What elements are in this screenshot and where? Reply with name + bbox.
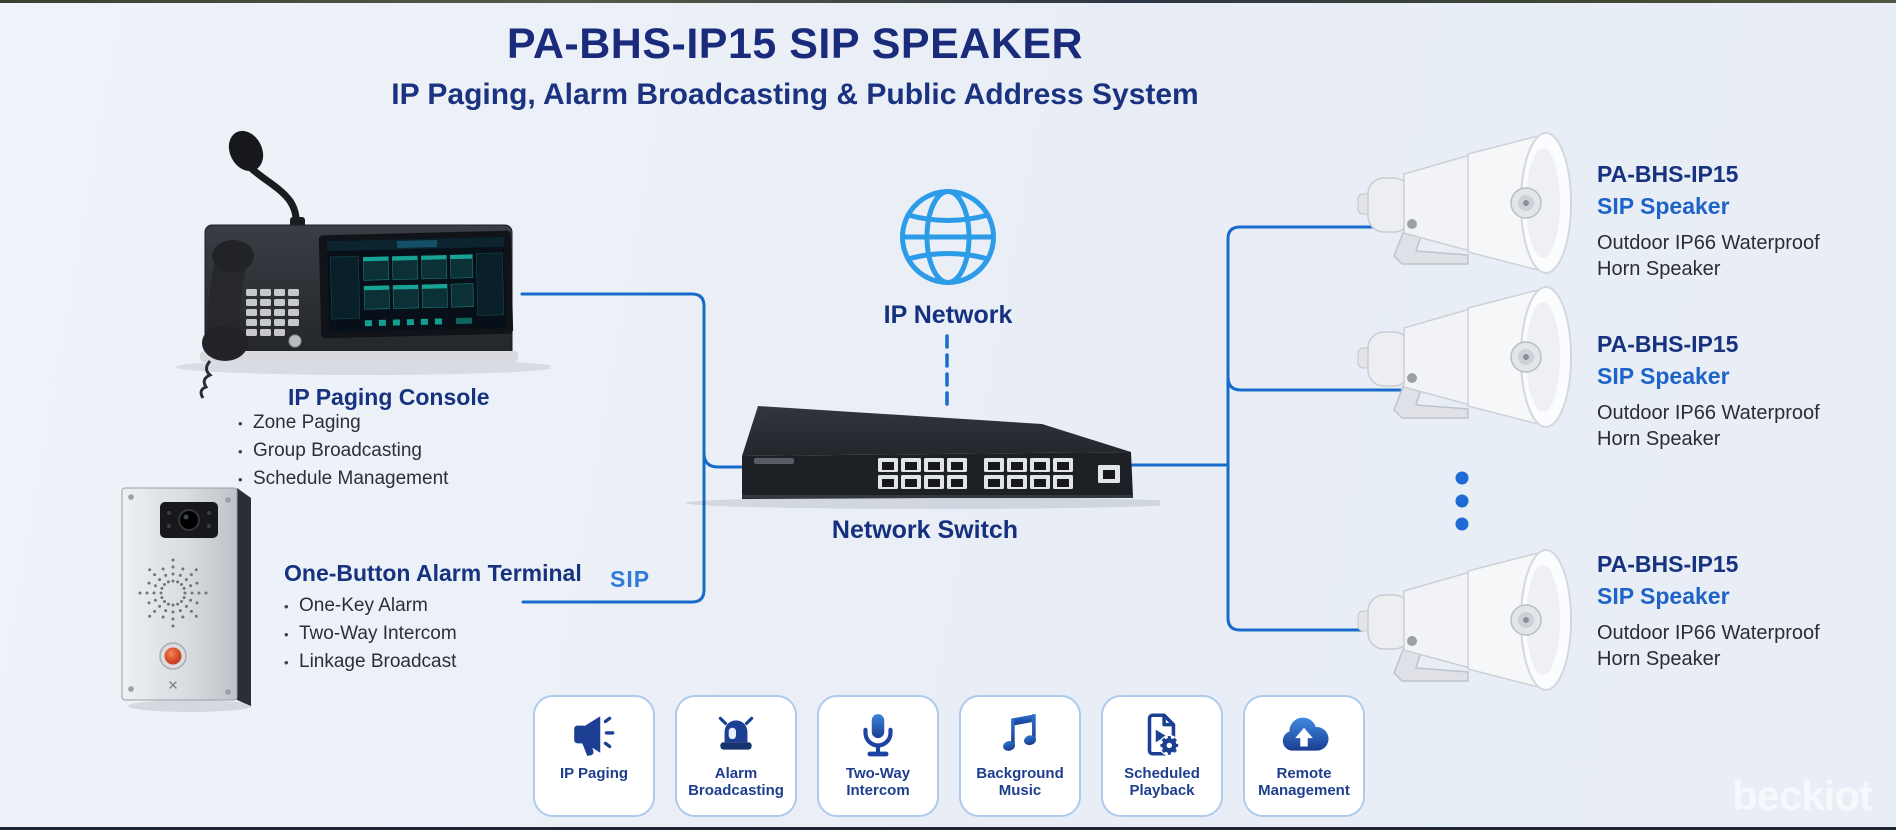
network-switch-label: Network Switch <box>831 516 1019 544</box>
speaker-model: PA-BHS-IP15 <box>1597 331 1739 357</box>
speaker-desc: Horn Speaker <box>1597 648 1721 670</box>
speaker-label-block: PA-BHS-IP15 SIP Speaker Outdoor IP66 Wat… <box>1597 160 1896 282</box>
speaker-desc: Outdoor IP66 Waterproof <box>1597 402 1820 424</box>
feature-card-alarm-broadcasting: Alarm Broadcasting <box>675 695 797 817</box>
cloud-upload-icon <box>1279 709 1329 761</box>
globe-icon <box>900 189 996 285</box>
ip-network-label: IP Network <box>883 301 1013 329</box>
feature-item: Schedule Management <box>238 465 498 493</box>
paging-console-image <box>175 130 550 399</box>
feature-cards-row: IP Paging Alarm Broadcasting <box>533 695 1365 817</box>
speaker-label-block: PA-BHS-IP15 SIP Speaker Outdoor IP66 Wat… <box>1597 550 1896 672</box>
paging-console-heading: IP Paging Console <box>288 384 490 410</box>
terminal-screws <box>128 494 231 695</box>
sip-protocol-label: SIP <box>610 566 651 592</box>
speaker-desc: Horn Speaker <box>1597 258 1721 280</box>
speaker-model: PA-BHS-IP15 <box>1597 161 1739 187</box>
feature-item: Group Broadcasting <box>238 437 498 465</box>
feature-card-remote-management: Remote Management <box>1243 695 1365 817</box>
feature-item: Zone Paging <box>238 409 498 437</box>
feature-item: Two-Way Intercom <box>284 620 544 648</box>
console-keypad <box>246 289 299 336</box>
trunk-to-switch-line <box>702 451 752 469</box>
siren-icon <box>711 709 761 761</box>
alarm-terminal-feature-list: One-Key Alarm Two-Way Intercom Linkage B… <box>284 592 544 676</box>
console-to-terminal-line <box>520 292 706 604</box>
music-note-icon <box>995 709 1045 761</box>
speaker-type: SIP Speaker <box>1597 193 1730 219</box>
terminal-speaker-holes <box>138 558 208 628</box>
alarm-terminal-heading: One-Button Alarm Terminal <box>284 560 582 586</box>
speaker2-branch-line <box>1226 375 1402 392</box>
page-title: PA-BHS-IP15 SIP SPEAKER <box>506 20 1084 68</box>
feature-card-label: Two-Way Intercom <box>845 765 911 799</box>
paging-console-feature-list: Zone Paging Group Broadcasting Schedule … <box>238 409 498 493</box>
vertical-ellipsis-dots <box>1455 471 1469 531</box>
feature-card-two-way-intercom: Two-Way Intercom <box>817 695 939 817</box>
terminal-call-button <box>159 642 187 670</box>
speaker-type: SIP Speaker <box>1597 583 1730 609</box>
feature-card-label: Remote Management <box>1258 765 1350 799</box>
watermark-logo: beckiot <box>1731 772 1873 819</box>
feature-card-label: Scheduled Playback <box>1124 765 1200 799</box>
bottom-edge-artifact <box>0 827 1896 830</box>
speaker-desc: Outdoor IP66 Waterproof <box>1597 622 1820 644</box>
speaker-type: SIP Speaker <box>1597 363 1730 389</box>
document-play-icon <box>1137 709 1187 761</box>
feature-card-label: Background Music <box>976 765 1064 799</box>
speaker-label-block: PA-BHS-IP15 SIP Speaker Outdoor IP66 Wat… <box>1597 330 1896 452</box>
speaker-desc: Horn Speaker <box>1597 428 1721 450</box>
feature-card-background-music: Background Music <box>959 695 1081 817</box>
feature-card-label: Alarm Broadcasting <box>688 765 784 799</box>
feature-card-ip-paging: IP Paging <box>533 695 655 817</box>
header: PA-BHS-IP15 SIP SPEAKER IP Paging, Alarm… <box>391 20 1198 112</box>
horn-speaker-image-3 <box>1357 549 1572 691</box>
speaker-desc: Outdoor IP66 Waterproof <box>1597 232 1820 254</box>
feature-item: Linkage Broadcast <box>284 648 544 676</box>
speaker-model: PA-BHS-IP15 <box>1597 551 1739 577</box>
gooseneck-mic <box>246 163 301 231</box>
right-trunk-line <box>1226 225 1397 632</box>
handset <box>199 240 254 399</box>
console-screen <box>318 230 514 339</box>
top-edge-artifact <box>0 0 1896 3</box>
horn-speaker-image-1 <box>1357 132 1572 274</box>
page-subtitle: IP Paging, Alarm Broadcasting & Public A… <box>391 78 1199 111</box>
microphone-icon <box>853 709 903 761</box>
alarm-terminal-image <box>121 487 252 712</box>
network-switch-image <box>685 406 1160 509</box>
feature-card-label: IP Paging <box>559 765 629 782</box>
switch-ports <box>878 458 1073 489</box>
horn-speaker-image-2 <box>1357 286 1572 428</box>
megaphone-icon <box>569 709 619 761</box>
feature-card-scheduled-playback: Scheduled Playback <box>1101 695 1223 817</box>
feature-item: One-Key Alarm <box>284 592 544 620</box>
